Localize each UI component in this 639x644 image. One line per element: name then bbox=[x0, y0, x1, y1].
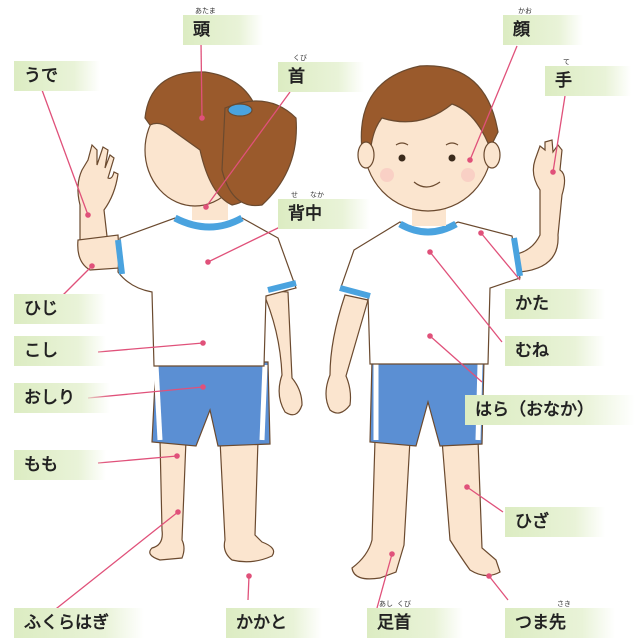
line-hiji bbox=[61, 265, 93, 297]
line-momo bbox=[97, 455, 178, 464]
ruby-se: せ bbox=[291, 191, 298, 199]
label-ude: うで bbox=[14, 61, 100, 91]
label-mune: むね bbox=[505, 336, 605, 366]
line-kata bbox=[480, 232, 521, 281]
back-ponytail bbox=[221, 100, 297, 207]
label-hiji: ひじ bbox=[14, 294, 106, 324]
label-hiji-text: ひじ bbox=[24, 299, 58, 319]
label-momo: もも bbox=[14, 450, 106, 480]
label-kata: かた bbox=[505, 289, 605, 319]
label-te-text: 手 bbox=[555, 71, 572, 91]
label-kao-text: 顔 bbox=[513, 20, 530, 40]
line-kao bbox=[469, 45, 518, 161]
label-senaka-text: 背中 bbox=[288, 204, 322, 224]
line-hiza bbox=[466, 486, 504, 513]
label-hiza-text: ひざ bbox=[515, 512, 549, 532]
front-view-child bbox=[325, 65, 566, 580]
ruby-ashi: あし bbox=[379, 600, 393, 608]
ruby-kubi2: くび bbox=[397, 600, 411, 608]
back-shorts bbox=[151, 361, 271, 447]
label-oshiri: おしり bbox=[14, 383, 110, 413]
label-ashikubi-text: 足首 bbox=[377, 613, 411, 633]
back-left-leg bbox=[149, 439, 187, 561]
front-left-leg bbox=[351, 439, 411, 580]
ruby-kubi: くび bbox=[293, 54, 307, 62]
leader-dots bbox=[85, 115, 556, 579]
line-kakato bbox=[247, 575, 250, 601]
ruby-kao: かお bbox=[518, 7, 532, 15]
label-koshi: こし bbox=[14, 336, 106, 366]
back-upper-arm bbox=[77, 234, 121, 271]
line-senaka bbox=[207, 225, 283, 263]
back-raised-arm bbox=[77, 143, 119, 246]
line-koshi bbox=[97, 342, 204, 353]
label-momo-text: もも bbox=[24, 455, 58, 475]
label-atama-text: 頭 bbox=[193, 20, 210, 40]
line-ashikubi bbox=[376, 553, 393, 609]
ruby-te: て bbox=[563, 58, 570, 66]
back-hanging-arm bbox=[261, 289, 303, 416]
label-mune-text: むね bbox=[515, 341, 549, 361]
label-tsumasaki-text: つま先 bbox=[515, 613, 566, 633]
label-te: て 手 bbox=[545, 58, 631, 96]
line-atama bbox=[200, 41, 203, 119]
ruby-naka: なか bbox=[310, 191, 324, 199]
line-tsumasaki bbox=[488, 575, 509, 601]
label-kakato: かかと bbox=[226, 608, 322, 638]
label-fukurahagi: ふくらはぎ bbox=[14, 608, 144, 638]
label-ashikubi: あし くび 足首 bbox=[367, 600, 463, 638]
front-raised-arm bbox=[511, 139, 566, 273]
line-mune bbox=[429, 251, 503, 343]
label-kata-text: かた bbox=[515, 294, 549, 314]
label-ude-text: うで bbox=[24, 66, 58, 86]
label-kubi-text: 首 bbox=[288, 67, 305, 87]
label-koshi-text: こし bbox=[24, 341, 58, 361]
label-tsumasaki: さき つま先 bbox=[505, 600, 615, 638]
line-kubi bbox=[205, 91, 291, 208]
label-hara: はら（おなか） bbox=[465, 395, 635, 425]
label-atama: あたま 頭 bbox=[183, 7, 263, 45]
ruby-saki: さき bbox=[557, 600, 571, 608]
label-kubi: くび 首 bbox=[278, 54, 364, 92]
leader-lines bbox=[41, 41, 566, 613]
ruby-atama: あたま bbox=[195, 7, 216, 15]
line-hara bbox=[429, 335, 483, 383]
front-hanging-arm bbox=[325, 294, 369, 414]
label-kakato-text: かかと bbox=[236, 613, 287, 633]
front-shorts bbox=[369, 359, 485, 447]
label-senaka: せ なか 背中 bbox=[278, 191, 370, 229]
line-fukurahagi bbox=[51, 511, 179, 613]
front-right-leg bbox=[441, 439, 501, 577]
label-kao: かお 顔 bbox=[503, 7, 583, 45]
line-te bbox=[552, 95, 566, 173]
label-hara-text: はら（おなか） bbox=[475, 400, 594, 420]
back-right-leg bbox=[219, 439, 275, 563]
back-view-child bbox=[77, 71, 303, 563]
label-hiza: ひざ bbox=[505, 507, 605, 537]
line-ude bbox=[41, 89, 89, 216]
label-fukurahagi-text: ふくらはぎ bbox=[24, 613, 109, 633]
label-oshiri-text: おしり bbox=[24, 388, 75, 408]
